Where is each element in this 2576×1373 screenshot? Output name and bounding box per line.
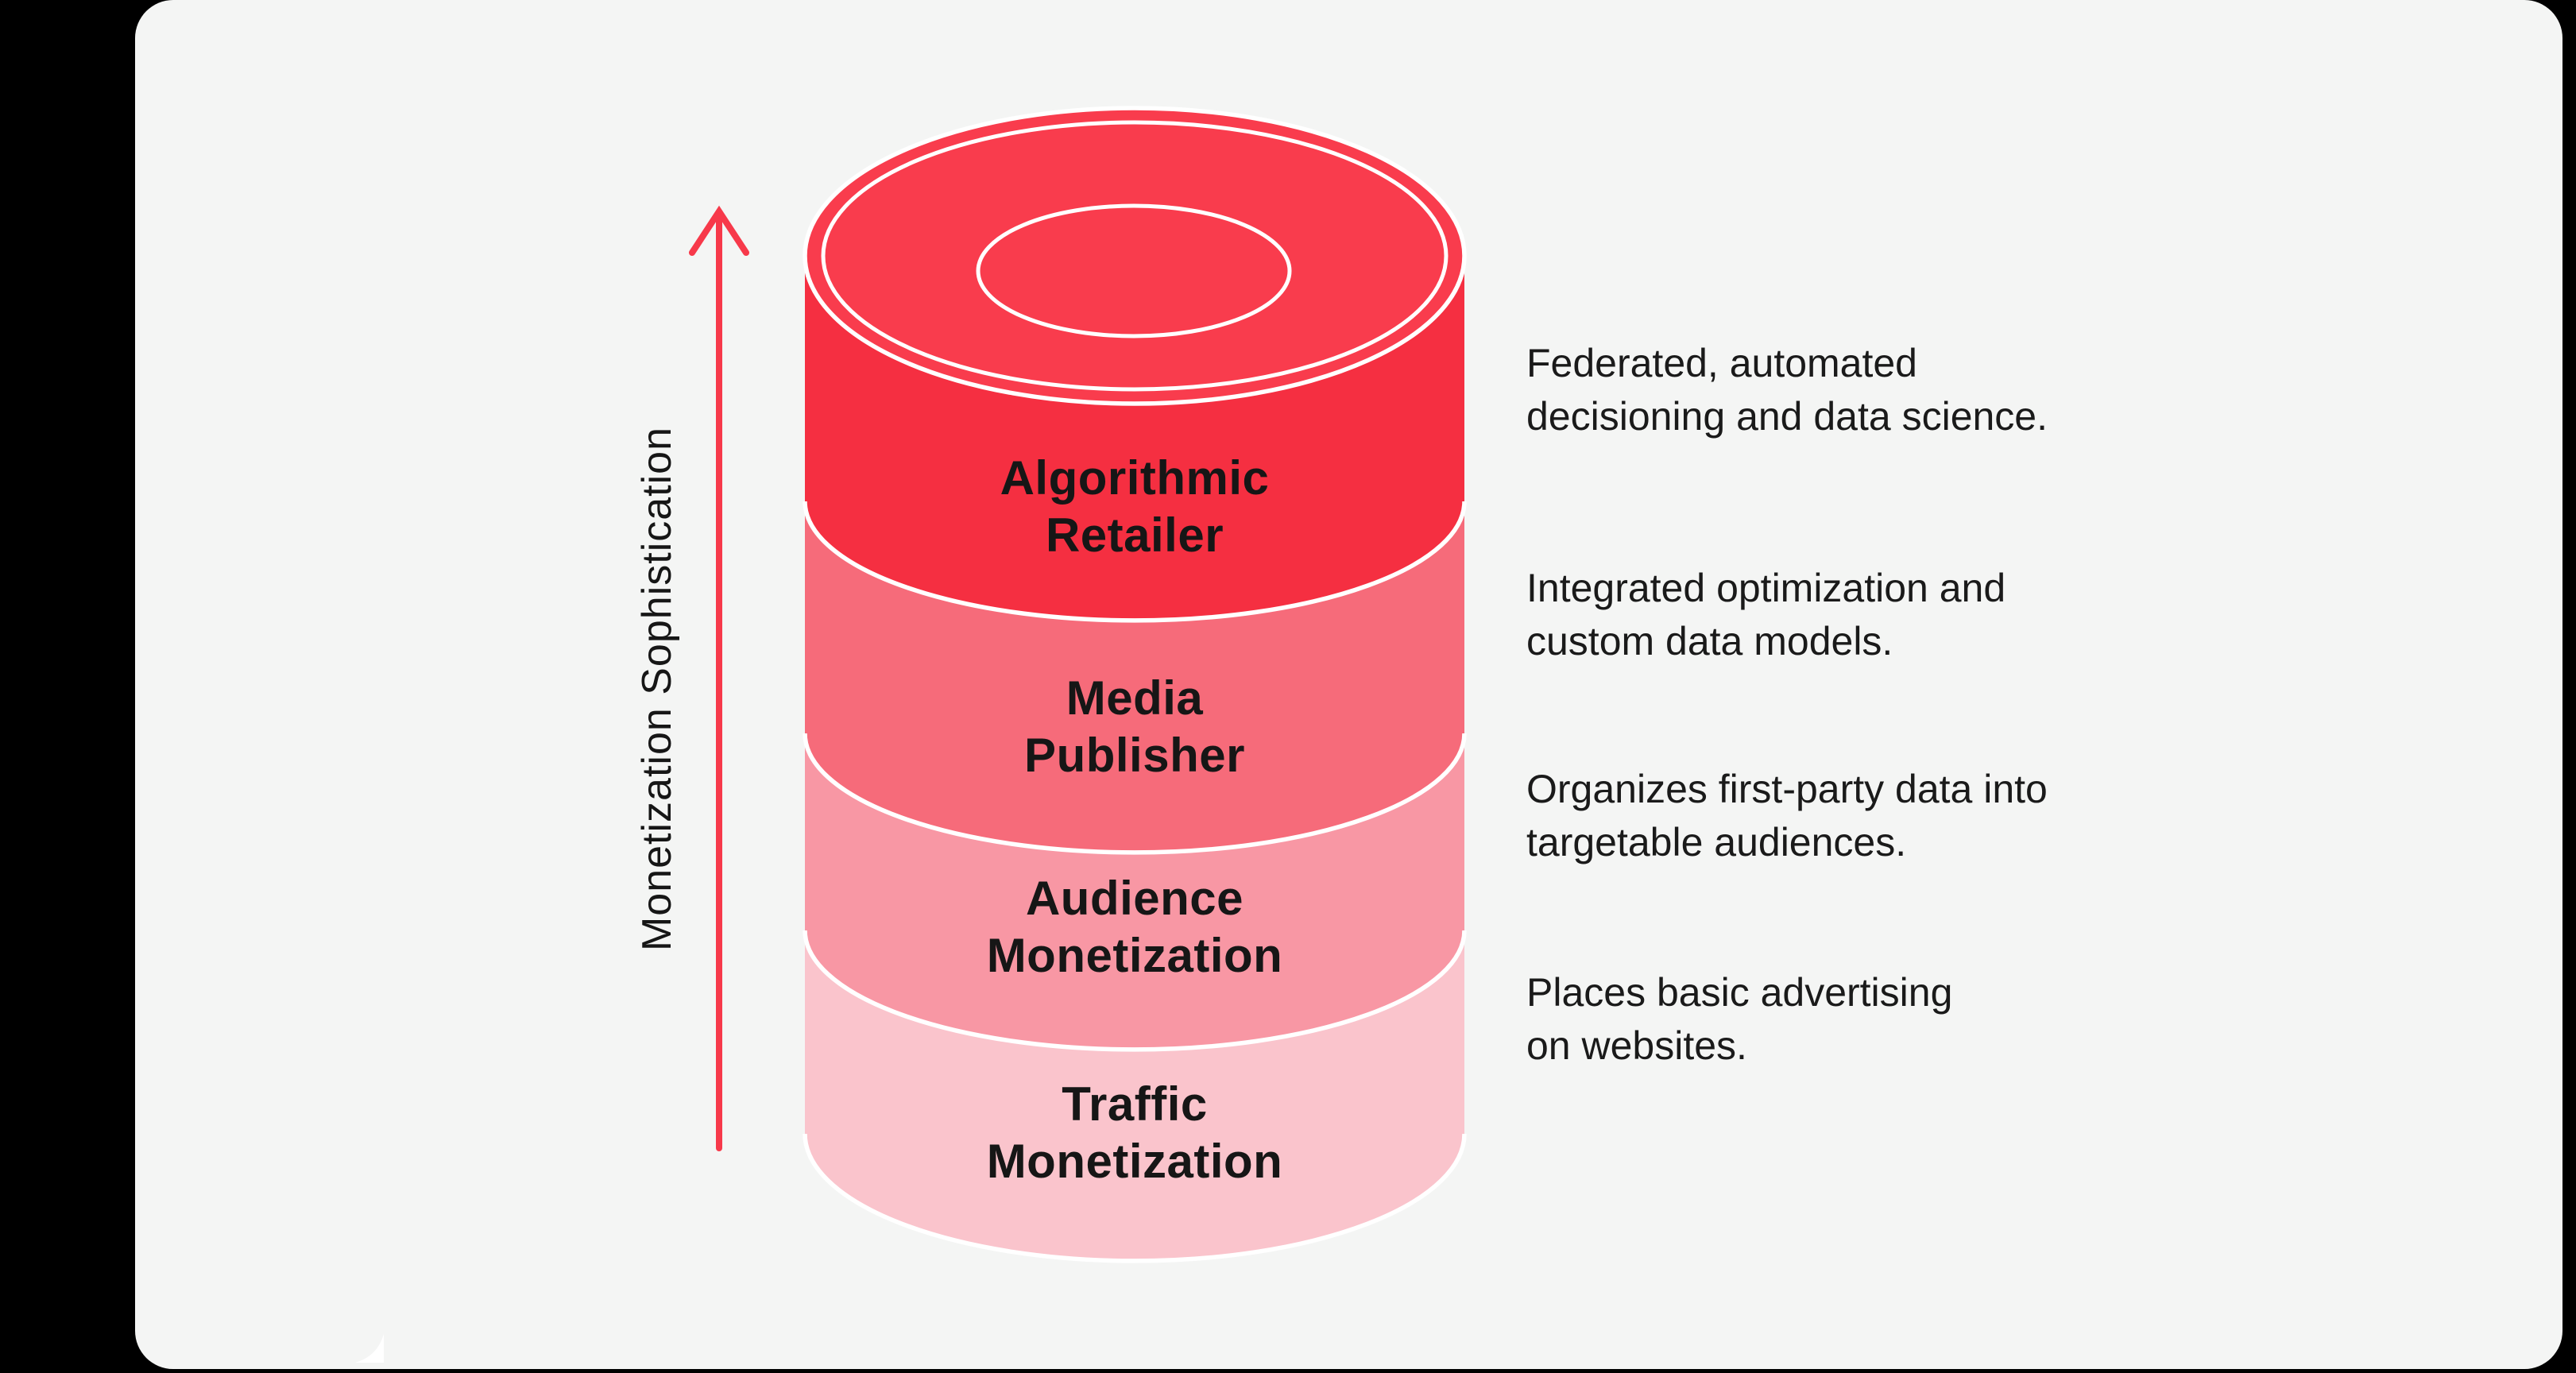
page-curl-notch [355,1334,384,1363]
cylinder-top-face [803,106,1467,406]
description-line: targetable audiences. [1526,820,1907,864]
description-audience-monetization: Organizes first-party data into targetab… [1526,763,2321,869]
layer-label-line: Traffic [1062,1077,1208,1131]
layer-label-line: Audience [1025,872,1244,925]
layer-label-media-publisher: Media Publisher [777,670,1492,784]
description-media-publisher: Integrated optimization and custom data … [1526,562,2321,668]
cylinder-top-inner-ring [976,203,1292,338]
layer-band-media-publisher [805,501,1464,853]
description-line: Places basic advertising [1526,970,1953,1015]
layer-label-line: Publisher [1024,729,1245,782]
description-algorithmic-retailer: Federated, automated decisioning and dat… [1526,337,2321,443]
axis-arrow-head [689,205,749,256]
axis-label: Monetization Sophistication [634,426,680,952]
description-line: Federated, automated [1526,341,1917,385]
description-line: on websites. [1526,1023,1747,1068]
layer-label-line: Monetization [986,1135,1283,1188]
layer-band-traffic-monetization [805,930,1464,1261]
layer-separator-1 [803,501,1467,623]
layer-label-line: Monetization [986,929,1283,982]
cylinder-top-outer-ring [821,120,1449,392]
description-line: Integrated optimization and [1526,566,2006,610]
description-line: custom data models. [1526,619,1893,663]
layer-band-algorithmic-retailer [805,256,1464,621]
layer-label-line: Algorithmic [1000,451,1270,505]
layer-label-traffic-monetization: Traffic Monetization [777,1076,1492,1190]
layer-label-line: Media [1066,671,1204,725]
description-traffic-monetization: Places basic advertising on websites. [1526,966,2321,1073]
description-line: decisioning and data science. [1526,394,2048,439]
layer-separator-bottom [803,1133,1467,1263]
layer-separator-3 [803,930,1467,1052]
layer-label-line: Retailer [1045,509,1224,562]
layer-label-algorithmic-retailer: Algorithmic Retailer [777,450,1492,564]
description-line: Organizes first-party data into [1526,767,2048,811]
layer-band-audience-monetization [805,733,1464,1050]
layer-label-audience-monetization: Audience Monetization [777,870,1492,984]
layer-separator-2 [803,733,1467,855]
